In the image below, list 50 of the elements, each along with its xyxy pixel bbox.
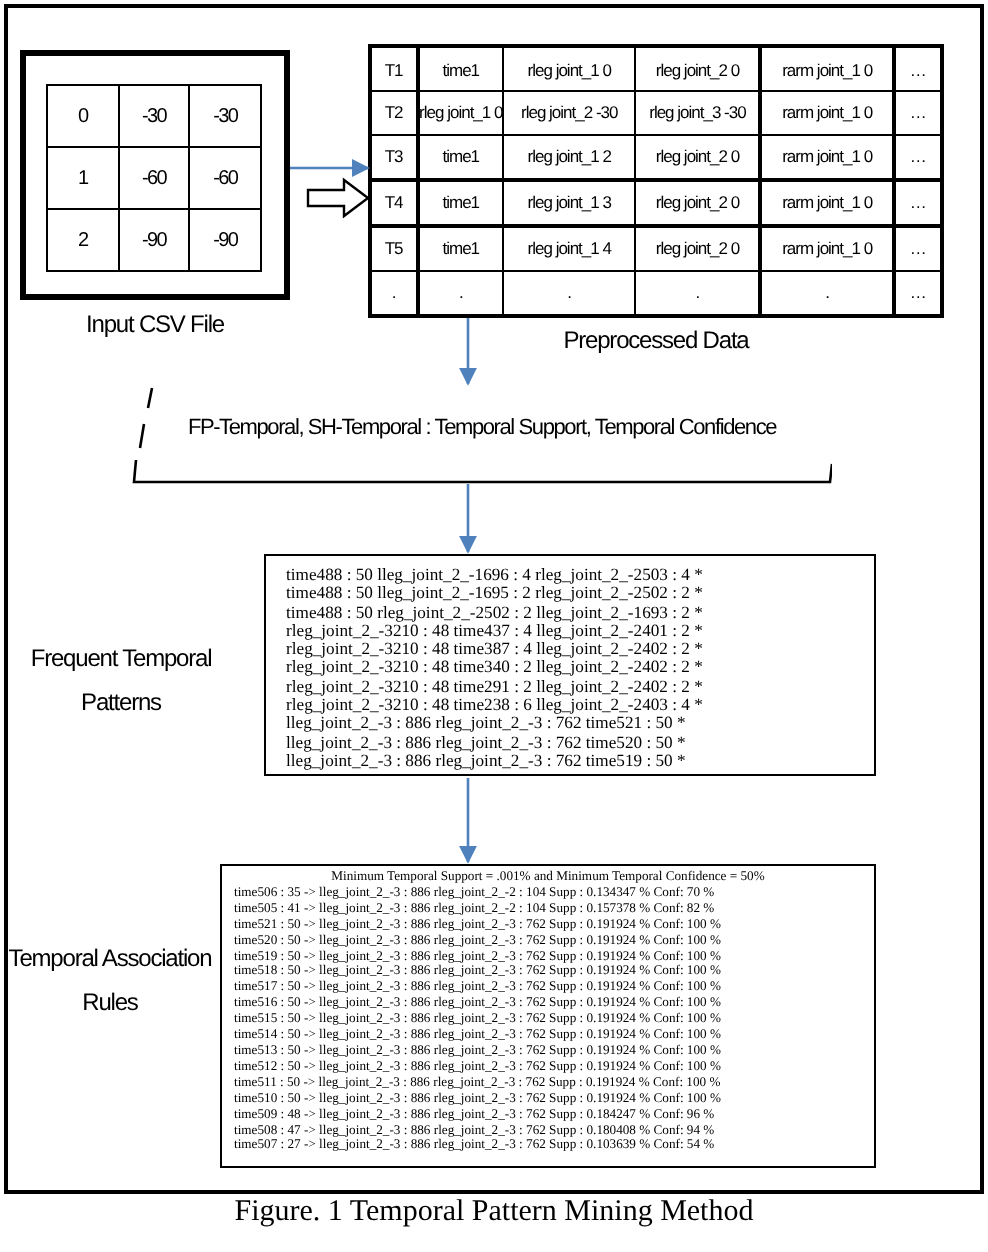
table-cell: rarm joint_1 0	[760, 91, 894, 135]
data-table	[368, 44, 944, 318]
text-line: rleg_joint_2_-3210 : 48 time387 : 4 lleg_joint_2_-2402 : 2 *	[286, 640, 703, 659]
table-cell: …	[893, 91, 942, 135]
side-label: Temporal Association Rules	[6, 942, 214, 1020]
table-cell: -90	[189, 209, 261, 271]
table-cell: time1	[417, 46, 504, 91]
text-line: rleg_joint_2_-3210 : 48 time238 : 6 lleg_joint_2_-2403 : 4 *	[286, 696, 703, 715]
table-cell: -30	[118, 85, 190, 147]
text-line: rleg_joint_2_-3210 : 48 time340 : 2 lleg_joint_2_-2402 : 2 *	[286, 658, 703, 678]
table-cell: 2	[47, 209, 119, 271]
band-text: FP-Temporal, SH-Temporal : Temporal Support, Temporal Confidence	[185, 416, 779, 440]
table-cell: rleg joint_2 -30	[503, 91, 636, 135]
text-line: lleg_joint_2_-3 : 886 rleg_joint_2_-3 : 762 time520 : 50 *	[286, 733, 686, 752]
arrow	[458, 778, 478, 864]
block-arrow	[306, 177, 370, 219]
table-cell: rleg joint_1 0	[503, 46, 636, 91]
table-cell: time1	[417, 134, 504, 180]
arrow	[290, 158, 370, 178]
table-cell: rarm joint_1 0	[760, 46, 894, 91]
side-label: Frequent Temporal Patterns	[28, 642, 214, 720]
table-cell: rarm joint_1 0	[760, 225, 894, 271]
table-cell: -60	[118, 147, 190, 209]
table-cell: -90	[118, 209, 190, 271]
arrow	[458, 484, 478, 554]
table-cell: 0	[47, 85, 119, 147]
text-line: rleg_joint_2_-3210 : 48 time291 : 2 lleg_joint_2_-2402 : 2 *	[286, 677, 703, 697]
table-cell: …	[893, 46, 942, 91]
text-line: time488 : 50 lleg_joint_2_-1695 : 2 rleg_joint_2_-2502 : 2 *	[286, 584, 703, 604]
arrow	[458, 318, 478, 386]
table-cell: -60	[189, 147, 261, 209]
patterns-box	[264, 554, 876, 776]
table-cell: 1	[47, 147, 119, 209]
table-cell: time1	[417, 179, 504, 226]
file-box	[20, 50, 290, 300]
table-cell: rleg joint_1 4	[503, 225, 636, 271]
table-caption: Preprocessed Data	[561, 326, 752, 354]
text-line: rleg_joint_2_-3210 : 48 time437 : 4 lleg_joint_2_-2401 : 2 *	[286, 621, 703, 641]
text-line: time488 : 50 lleg_joint_2_-1696 : 4 rleg_joint_2_-2503 : 4 *	[286, 566, 703, 585]
text-line: lleg_joint_2_-3 : 886 rleg_joint_2_-3 : 762 time519 : 50 *	[286, 751, 686, 771]
text-line: lleg_joint_2_-3 : 886 rleg_joint_2_-3 : 762 time521 : 50 *	[286, 714, 686, 734]
text-line: time488 : 50 rleg_joint_2_-2502 : 2 lleg_joint_2_-1693 : 2 *	[286, 603, 703, 622]
table-cell: -30	[189, 85, 261, 147]
table-caption: Input CSV File	[84, 310, 226, 338]
table-cell: .	[417, 270, 504, 316]
figure-caption: Figure. 1 Temporal Pattern Mining Method	[232, 1196, 756, 1230]
rules-box	[220, 864, 876, 1168]
bracket-band	[132, 384, 832, 484]
table-cell: …	[893, 225, 942, 271]
table-cell: time1	[417, 225, 504, 271]
